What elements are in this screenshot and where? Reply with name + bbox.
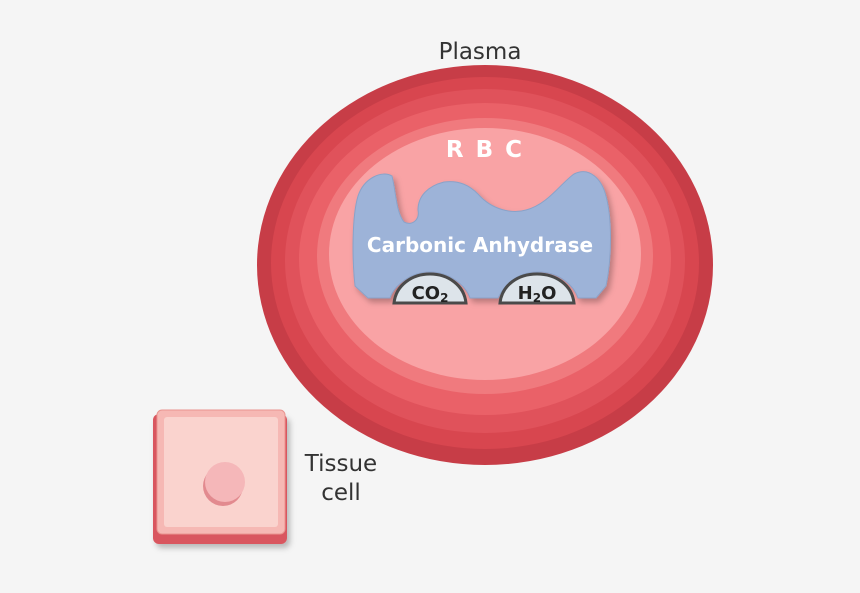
- co2-label: CO2: [412, 283, 449, 305]
- tissue-cell-nucleus: [205, 462, 245, 502]
- co2-shape: [392, 272, 468, 305]
- tissue-cell-label: Tissue cell: [286, 450, 396, 508]
- h2o-substrate: H2O: [498, 272, 576, 305]
- tissue-cell-label-line1: Tissue: [304, 451, 378, 477]
- h2o-label: H2O: [518, 283, 557, 305]
- tissue-cell-label-line2: cell: [321, 479, 361, 506]
- rbc-label: R B C: [446, 137, 524, 163]
- co2-substrate: CO2: [392, 272, 468, 305]
- enzyme-label: Carbonic Anhydrase: [367, 233, 593, 257]
- tissue-cell: [153, 409, 287, 544]
- h2o-shape: [498, 272, 576, 305]
- plasma-label: Plasma: [438, 39, 522, 65]
